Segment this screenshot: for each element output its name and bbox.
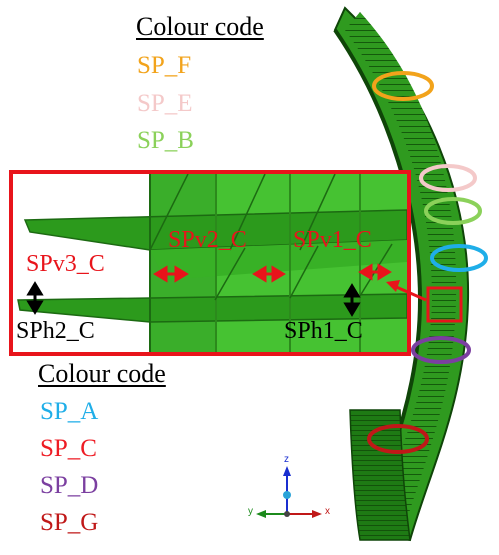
legend-top-sp-f: SP_F — [137, 52, 192, 79]
label-sph1: SPh1_C — [284, 318, 363, 344]
label-spv2: SPv2_C — [168, 227, 247, 253]
marker-sp-f — [372, 71, 434, 101]
detail-frame — [9, 170, 411, 356]
marker-sp-g — [367, 424, 429, 454]
sp-v-arrows — [153, 263, 392, 283]
curved-structure — [333, 6, 470, 542]
marker-sp-c — [426, 286, 463, 323]
pointer-arrow — [386, 280, 427, 302]
legend-top-title: Colour code — [136, 12, 264, 41]
legend-bottom-sp-d: SP_D — [40, 472, 99, 499]
axis-y-label: y — [248, 506, 253, 517]
label-spv3: SPv3_C — [26, 251, 105, 277]
marker-sp-a — [430, 244, 488, 272]
legend-top-sp-e: SP_E — [137, 90, 193, 117]
legend-bottom-title: Colour code — [38, 359, 166, 388]
axis-z-label: z — [284, 454, 289, 465]
detail-view — [9, 170, 411, 356]
sp-h-arrows — [26, 281, 361, 317]
arc-rib-band — [345, 12, 457, 535]
axis-x-label: x — [325, 506, 330, 517]
label-sph2: SPh2_C — [16, 318, 95, 344]
legend-top-sp-b: SP_B — [137, 127, 194, 154]
legend-bottom-sp-c: SP_C — [40, 435, 97, 462]
legend-bottom-sp-a: SP_A — [40, 398, 99, 425]
axes-triad — [256, 466, 322, 518]
marker-sp-d — [411, 336, 471, 364]
marker-sp-e — [419, 164, 477, 192]
lower-blade — [17, 293, 408, 323]
label-spv1: SPv1_C — [293, 227, 372, 253]
legend-bottom-sp-g: SP_G — [40, 509, 99, 536]
marker-sp-b — [424, 197, 482, 225]
arc-markers — [367, 71, 488, 454]
